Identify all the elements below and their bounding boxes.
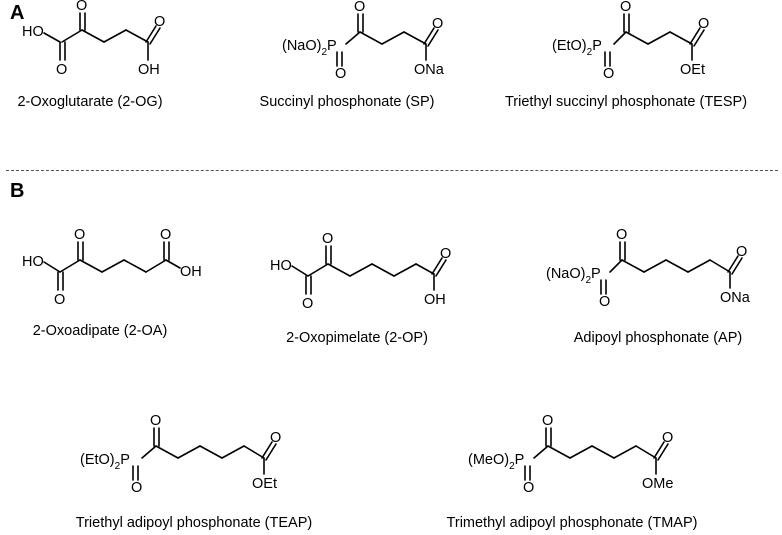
carbonyl-oxygen-label: O bbox=[302, 296, 313, 312]
molecule-name-tmap: Trimethyl adipoyl phosphonate (TMAP) bbox=[446, 515, 698, 531]
molecule-name-teap: Triethyl adipoyl phosphonate (TEAP) bbox=[75, 515, 313, 531]
molecule-name-2-oa: 2-Oxoadipate (2-OA) bbox=[32, 323, 168, 339]
molecule-name-2-og: 2-Oxoglutarate (2-OG) bbox=[17, 94, 163, 110]
structure-2-oxopimelate: HO O O O OH bbox=[270, 231, 451, 312]
phosphoryl-oxygen-label: O bbox=[335, 66, 346, 82]
keto-oxygen-label: O bbox=[354, 0, 365, 15]
carbonyl-oxygen-label: O bbox=[54, 292, 65, 308]
structure-2-oxoadipate: HO O O O OH bbox=[22, 227, 202, 308]
phosphoryl-oxygen-label: O bbox=[523, 480, 534, 496]
hydroxyl-label: HO bbox=[22, 254, 44, 270]
methoxy-label: (MeO)2P bbox=[468, 452, 524, 472]
structure-triethyl-adipoyl-phosphonate: (EtO)2P O O O OEt bbox=[80, 413, 281, 496]
methoxy-label: OMe bbox=[642, 476, 673, 492]
ethoxy-label: OEt bbox=[252, 476, 277, 492]
structure-adipoyl-phosphonate: (NaO)2P O O O ONa bbox=[546, 227, 751, 310]
panel-label-a: A bbox=[10, 2, 25, 24]
ethoxy-label: (EtO)2P bbox=[552, 38, 602, 58]
carbonyl-oxygen-label: O bbox=[736, 244, 747, 260]
carbonyl-oxygen-label: O bbox=[432, 16, 443, 32]
carbonyl-oxygen-label: O bbox=[56, 62, 67, 78]
keto-oxygen-label: O bbox=[322, 231, 333, 247]
hydroxyl-label: HO bbox=[270, 258, 292, 274]
carbonyl-oxygen-label: O bbox=[440, 246, 451, 262]
carbonyl-oxygen-label: O bbox=[154, 14, 165, 30]
sodium-oxide-label: (NaO)2P bbox=[282, 38, 337, 58]
phosphoryl-oxygen-label: O bbox=[599, 294, 610, 310]
carbonyl-oxygen-label: O bbox=[662, 430, 673, 446]
carbonyl-oxygen-label: O bbox=[270, 430, 281, 446]
structure-trimethyl-adipoyl-phosphonate: (MeO)2P O O O OMe bbox=[468, 413, 673, 496]
hydroxyl-label: HO bbox=[22, 24, 44, 40]
molecule-name-tesp: Triethyl succinyl phosphonate (TESP) bbox=[504, 94, 748, 110]
molecule-name-sp: Succinyl phosphonate (SP) bbox=[259, 94, 435, 110]
carbonyl-oxygen-label: O bbox=[160, 227, 171, 243]
sodium-oxide-label: ONa bbox=[720, 290, 751, 306]
molecule-name-ap: Adipoyl phosphonate (AP) bbox=[573, 330, 743, 346]
ethoxy-label: (EtO)2P bbox=[80, 452, 130, 472]
phosphoryl-oxygen-label: O bbox=[131, 480, 142, 496]
molecule-name-2-op: 2-Oxopimelate (2-OP) bbox=[286, 330, 428, 346]
hydroxyl-label: OH bbox=[424, 292, 446, 308]
structure-2-oxoglutarate: HO O O O OH bbox=[22, 0, 165, 78]
structure-succinyl-phosphonate: (NaO)2P O O O ONa bbox=[282, 0, 445, 82]
hydroxyl-label: OH bbox=[180, 264, 202, 280]
phosphoryl-oxygen-label: O bbox=[603, 66, 614, 82]
ethoxy-label: OEt bbox=[680, 62, 705, 78]
keto-oxygen-label: O bbox=[620, 0, 631, 15]
carbonyl-oxygen-label: O bbox=[698, 16, 709, 32]
panel-divider bbox=[6, 170, 778, 171]
sodium-oxide-label: (NaO)2P bbox=[546, 266, 601, 286]
keto-oxygen-label: O bbox=[150, 413, 161, 429]
structure-triethyl-succinyl-phosphonate: (EtO)2P O O O OEt bbox=[552, 0, 709, 82]
hydroxyl-label: OH bbox=[138, 62, 160, 78]
panel-label-b: B bbox=[10, 180, 25, 202]
keto-oxygen-label: O bbox=[616, 227, 627, 243]
keto-oxygen-label: O bbox=[76, 0, 87, 14]
keto-oxygen-label: O bbox=[74, 227, 85, 243]
keto-oxygen-label: O bbox=[542, 413, 553, 429]
sodium-oxide-label: ONa bbox=[414, 62, 445, 78]
